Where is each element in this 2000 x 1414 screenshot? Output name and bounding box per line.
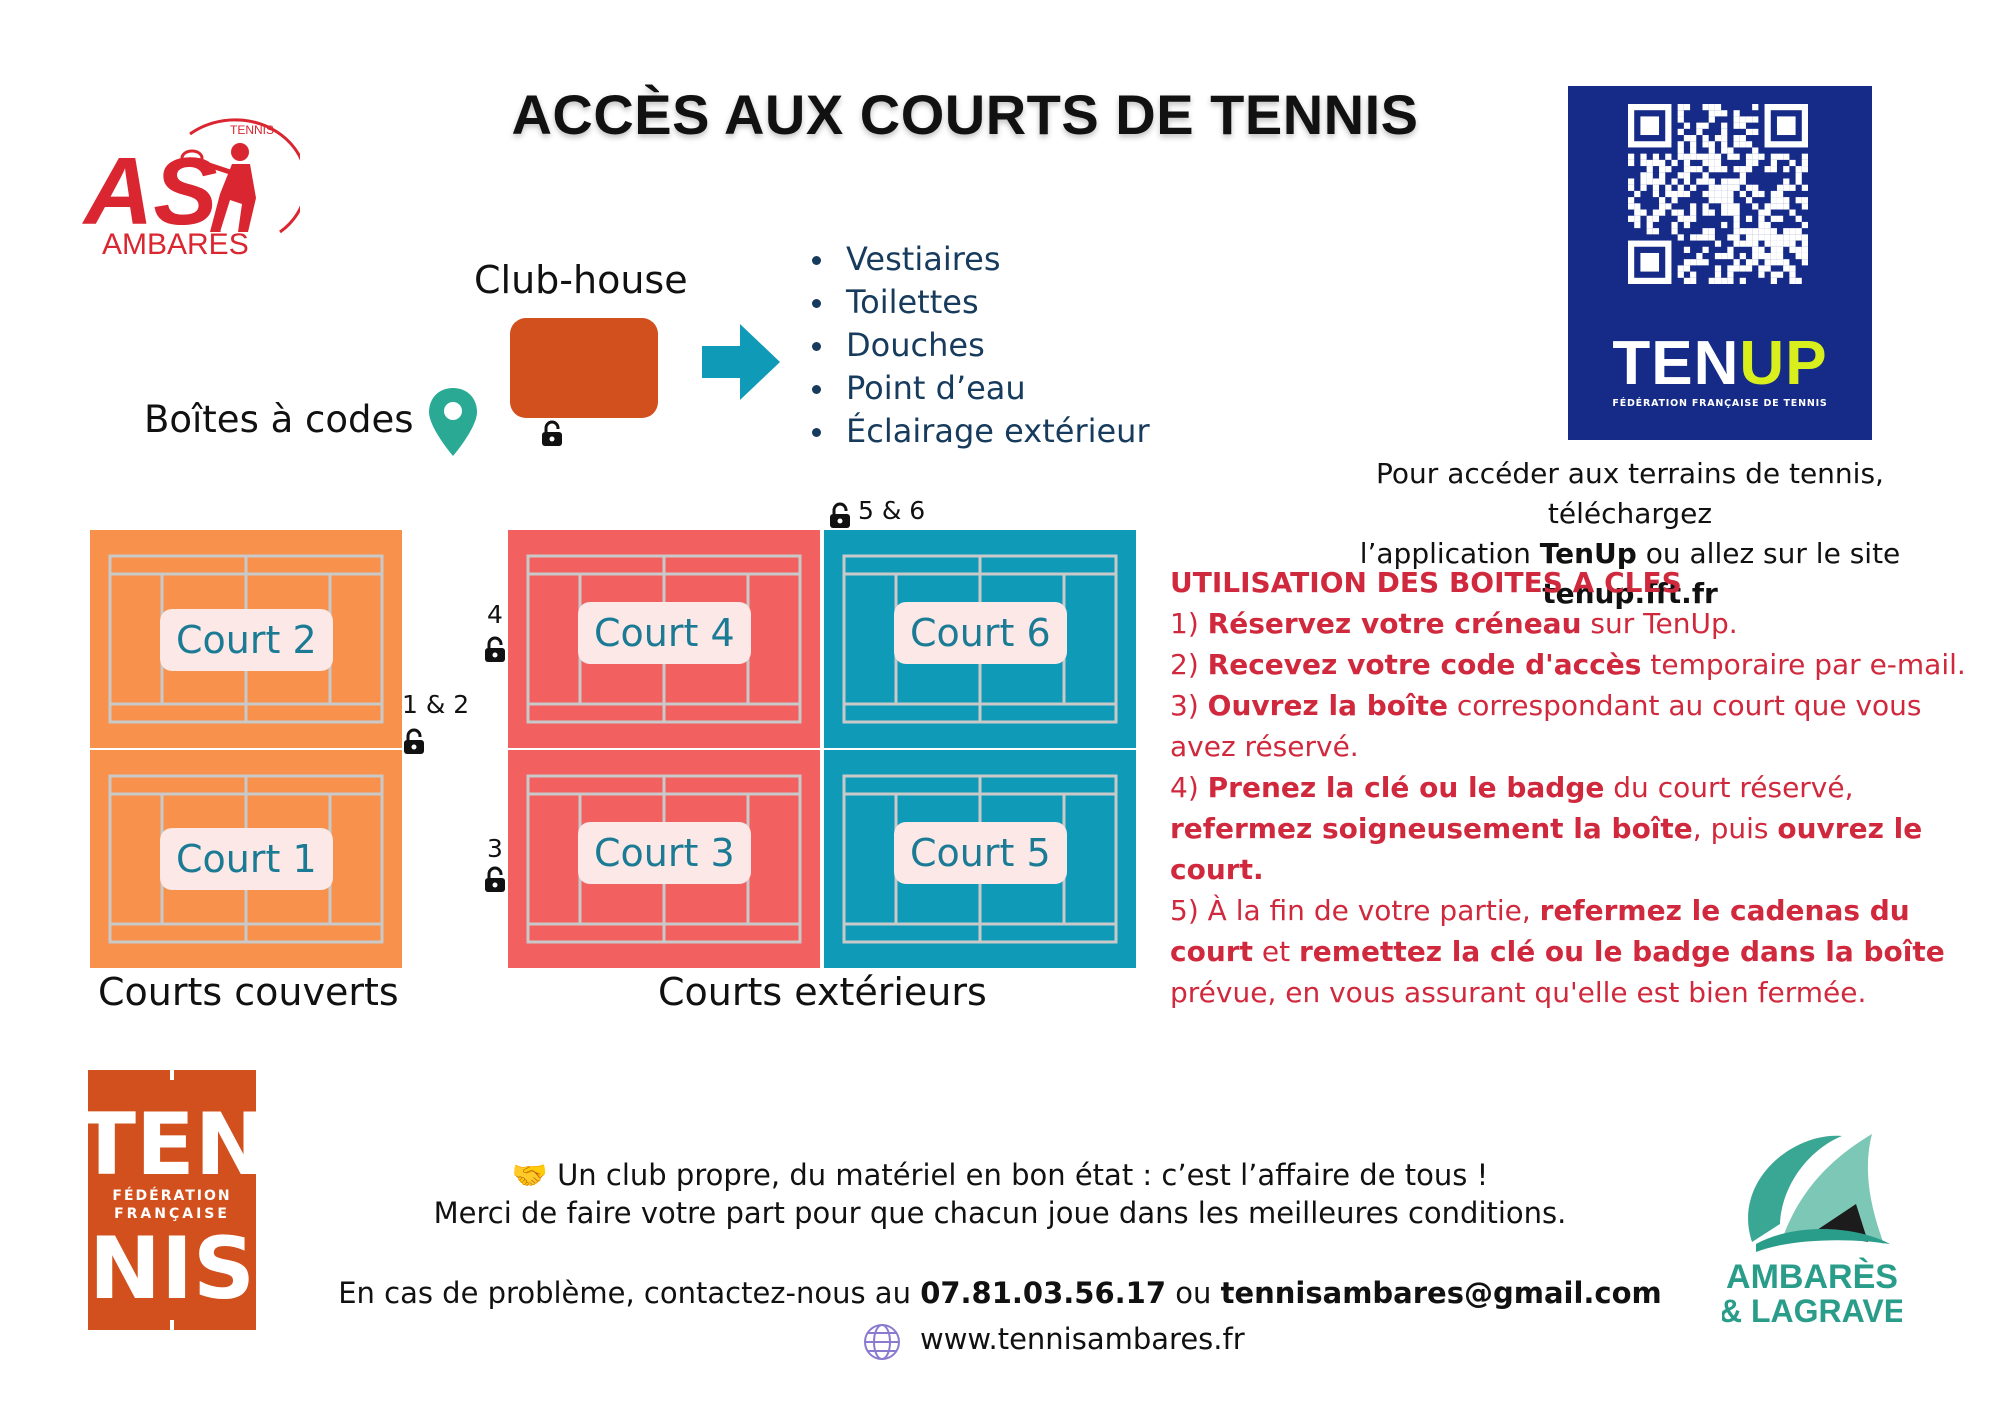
svg-text:TEN: TEN xyxy=(88,1095,256,1195)
rule-emphasis: remettez la clé ou le badge dans la boît… xyxy=(1298,935,1945,968)
padlock-icon xyxy=(542,420,562,446)
rule-item: 4) Prenez la clé ou le badge du court ré… xyxy=(1170,767,1970,890)
rule-emphasis: Prenez la clé ou le badge xyxy=(1207,771,1605,804)
globe-icon xyxy=(864,1324,900,1360)
code-box-label: 4 xyxy=(487,600,503,629)
covered-courts-label: Courts couverts xyxy=(98,970,399,1014)
court-label: Court 2 xyxy=(160,609,333,671)
svg-text:AMBARÈS: AMBARÈS xyxy=(102,228,249,261)
arrow-right-icon xyxy=(702,324,780,400)
tenup-line2: l’application TenUp ou allez sur le site… xyxy=(1290,534,1970,614)
svg-text:TENNIS: TENNIS xyxy=(230,123,274,137)
court-5-surface: Court 5 xyxy=(824,748,1136,968)
email-link[interactable]: tennisambares@gmail.com xyxy=(1220,1276,1662,1310)
qr-code-icon[interactable] xyxy=(1628,104,1808,284)
tenup-text-part: l’application xyxy=(1359,537,1540,570)
court-label: Court 3 xyxy=(578,822,751,884)
clubhouse-label: Club-house xyxy=(474,258,688,302)
fft-tennis-logo: TEN FÉDÉRATION FRANÇAISE NIS xyxy=(88,1070,256,1330)
rule-number: 2) xyxy=(1170,648,1208,681)
footer-message-2: Merci de faire votre part pour que chacu… xyxy=(433,1196,1567,1230)
rule-number: 1) xyxy=(1170,607,1208,640)
amenities-list: Vestiaires Toilettes Douches Point d’eau… xyxy=(800,238,1150,453)
contact-text: En cas de problème, contactez-nous au xyxy=(338,1276,921,1310)
rule-number: 4) xyxy=(1170,771,1208,804)
padlock-icon xyxy=(830,502,850,528)
padlock-icon xyxy=(485,636,505,662)
tenup-site-link[interactable]: tenup.fft.fr xyxy=(1542,577,1718,610)
rule-emphasis: Réservez votre créneau xyxy=(1207,607,1582,640)
amenity-item: Éclairage extérieur xyxy=(812,410,1150,453)
handshake-icon: 🤝 xyxy=(511,1158,548,1192)
court-1-surface: Court 1 xyxy=(90,748,402,968)
rule-emphasis: ouvrez le court. xyxy=(1170,812,1923,886)
rule-text: du court réservé, xyxy=(1604,771,1854,804)
code-box-label: 3 xyxy=(487,834,503,863)
rule-emphasis: Ouvrez la boîte xyxy=(1207,689,1448,722)
court-3-surface: Court 3 xyxy=(508,748,820,968)
amenity-item: Vestiaires xyxy=(812,238,1150,281)
svg-text:& LAGRAVE: & LAGRAVE xyxy=(1722,1293,1902,1329)
tenup-brand-ten: TEN xyxy=(1612,329,1740,398)
rule-number: 3) xyxy=(1170,689,1208,722)
court-label: Court 6 xyxy=(894,602,1067,664)
as-ambares-logo: TENNIS AS AMBARÈS xyxy=(82,118,300,261)
ambares-lagrave-logo: AMBARÈS & LAGRAVE xyxy=(1722,1134,1902,1329)
court-4-surface: Court 4 xyxy=(508,530,820,748)
court-2-surface: Court 2 xyxy=(90,530,402,748)
phone-number[interactable]: 07.81.03.56.17 xyxy=(920,1276,1167,1310)
clubhouse-block xyxy=(510,318,658,418)
tenup-brand-up: UP xyxy=(1739,329,1828,398)
map-pin-icon xyxy=(429,388,477,456)
rule-text: , puis xyxy=(1692,812,1778,845)
rule-text: prévue, en vous assurant qu'elle est bie… xyxy=(1170,976,1867,1009)
tenup-federation: FÉDÉRATION FRANÇAISE DE TENNIS xyxy=(1612,398,1828,409)
footer-contact: En cas de problème, contactez-nous au 07… xyxy=(0,1276,2000,1310)
court-label: Court 4 xyxy=(578,602,751,664)
code-boxes-label: Boîtes à codes xyxy=(144,398,414,441)
svg-text:NIS: NIS xyxy=(89,1219,255,1319)
tenup-instructions: Pour accéder aux terrains de tennis, tél… xyxy=(1290,454,1970,614)
code-box-label: 1 & 2 xyxy=(402,690,470,719)
amenity-item: Point d’eau xyxy=(812,367,1150,410)
court-label: Court 1 xyxy=(160,828,333,890)
rule-item: 3) Ouvrez la boîte correspondant au cour… xyxy=(1170,685,1970,767)
rules-title: UTILISATION DES BOITES A CLES xyxy=(1170,566,1682,599)
rule-text: et xyxy=(1252,935,1299,968)
website-link[interactable]: www.tennisambares.fr xyxy=(920,1322,1245,1356)
rule-emphasis: refermez soigneusement la boîte xyxy=(1170,812,1693,845)
rule-item: 1) Réservez votre créneau sur TenUp. xyxy=(1170,603,1970,644)
court-label: Court 5 xyxy=(894,822,1067,884)
rule-text: temporaire par e-mail. xyxy=(1641,648,1966,681)
key-box-rules: UTILISATION DES BOITES A CLES 1) Réserve… xyxy=(1170,562,1970,1013)
rule-emphasis: refermez le cadenas du court xyxy=(1170,894,1910,968)
tenup-line1: Pour accéder aux terrains de tennis, tél… xyxy=(1376,457,1884,530)
court-6-surface: Court 6 xyxy=(824,530,1136,748)
amenity-item: Toilettes xyxy=(812,281,1150,324)
footer-message-text: Un club propre, du matériel en bon état … xyxy=(547,1158,1489,1192)
rule-text: sur TenUp. xyxy=(1581,607,1738,640)
rule-number: 5) À la fin de votre partie, xyxy=(1170,894,1540,927)
rule-emphasis: Recevez votre code d'accès xyxy=(1207,648,1642,681)
rule-item: 5) À la fin de votre partie, refermez le… xyxy=(1170,890,1970,1013)
code-box-label: 5 & 6 xyxy=(858,496,926,525)
court-divider xyxy=(820,530,824,968)
svg-text:FRANÇAISE: FRANÇAISE xyxy=(114,1206,230,1222)
footer-message: 🤝 Un club propre, du matériel en bon éta… xyxy=(0,1158,2000,1193)
padlock-icon xyxy=(485,866,505,892)
outdoor-courts-label: Courts extérieurs xyxy=(658,970,987,1014)
tenup-card xyxy=(1568,86,1872,440)
svg-text:AS: AS xyxy=(82,138,217,245)
page-title: ACCÈS AUX COURTS DE TENNIS xyxy=(511,83,1419,146)
rule-item: 2) Recevez votre code d'accès temporaire… xyxy=(1170,644,1970,685)
svg-text:AMBARÈS: AMBARÈS xyxy=(1726,1258,1898,1296)
tenup-text-part: ou allez sur le site xyxy=(1636,537,1901,570)
tenup-logo: TENUP xyxy=(1568,328,1872,399)
amenity-item: Douches xyxy=(812,324,1150,367)
tenup-app-name: TenUp xyxy=(1539,537,1637,570)
rule-text: correspondant au court que vous avez rés… xyxy=(1170,689,1922,763)
contact-text: ou xyxy=(1166,1276,1221,1310)
svg-text:FÉDÉRATION: FÉDÉRATION xyxy=(112,1187,231,1204)
padlock-icon xyxy=(404,728,424,754)
